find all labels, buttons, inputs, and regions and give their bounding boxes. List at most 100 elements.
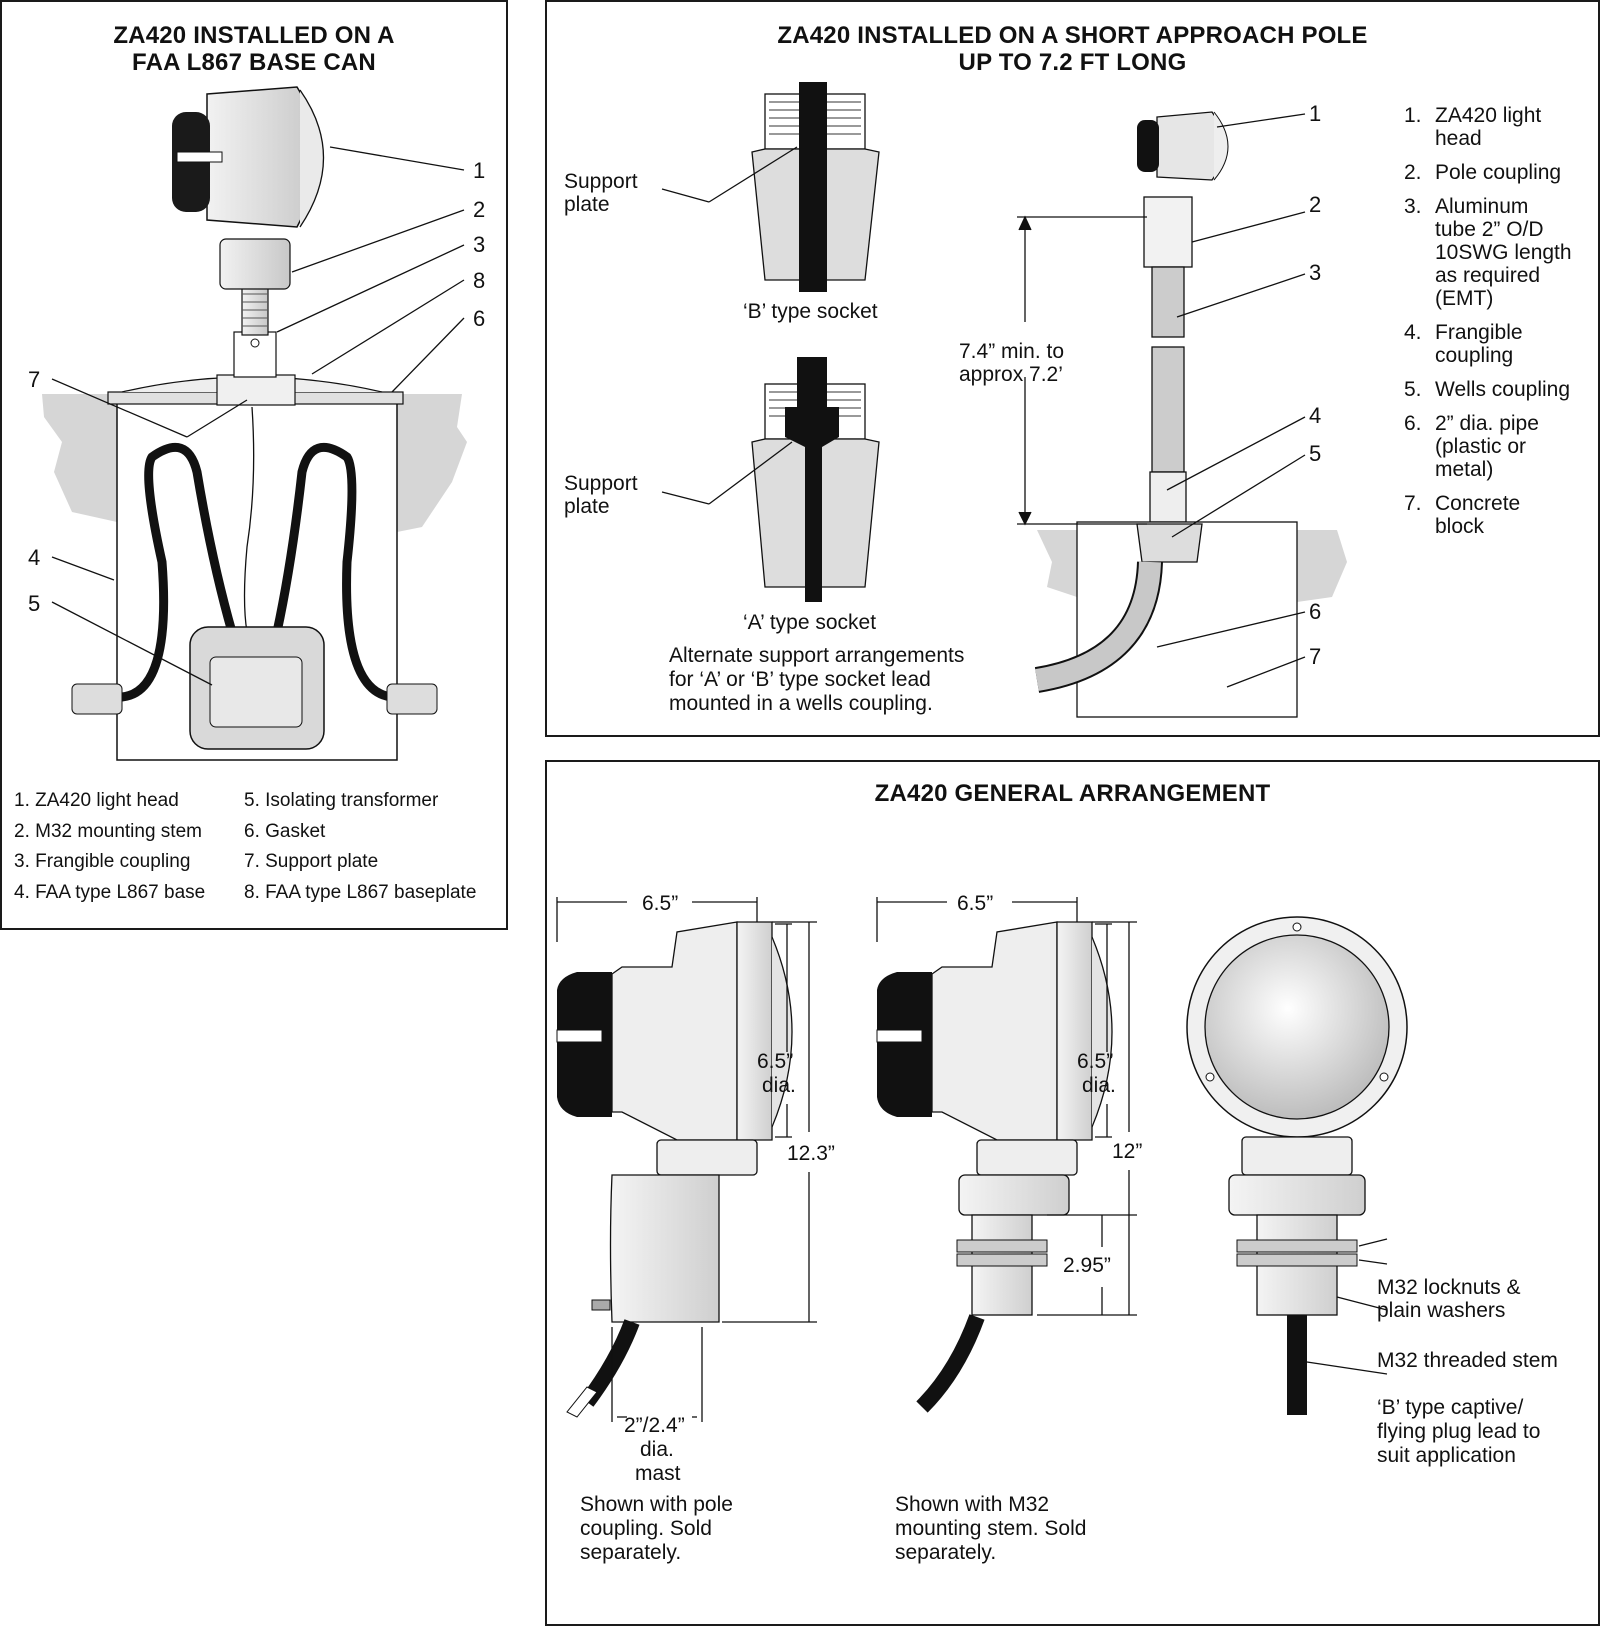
ground-right	[397, 394, 467, 532]
callout-1: 1	[1309, 101, 1321, 126]
legend-item: 5. Isolating transformer	[244, 790, 439, 811]
lens-dimension: 6.5”	[757, 1050, 793, 1073]
middle-caption: mounting stem. Sold	[895, 1517, 1086, 1540]
legend-text: coupling	[1435, 344, 1513, 367]
ground-left	[42, 394, 117, 522]
legend-text: block	[1435, 515, 1485, 538]
height-dimension-label: approx 7.2’	[959, 363, 1063, 386]
light-with-pole-coupling	[556, 921, 793, 1418]
callout-7: 7	[28, 367, 40, 392]
callout-3: 3	[1309, 260, 1321, 285]
callout-6: 6	[473, 306, 485, 331]
lead-label: suit application	[1377, 1444, 1516, 1467]
l867-installation-drawing: 1 2 3 8 6 7 4 5 1. ZA420 light head 2. M…	[14, 86, 485, 903]
support-plate-label: Support	[564, 170, 638, 193]
legend-number: 7.	[1404, 492, 1422, 515]
height-dimension: 12.3”	[787, 1142, 835, 1165]
support-plate	[216, 374, 296, 406]
mast-dimension: mast	[635, 1462, 681, 1485]
legend-text: Wells coupling	[1435, 378, 1570, 401]
middle-caption: Shown with M32	[895, 1493, 1049, 1516]
left-caption: separately.	[580, 1541, 681, 1564]
legend-text: (EMT)	[1435, 287, 1493, 310]
b-type-socket-drawing	[751, 82, 880, 292]
callout-2: 2	[1309, 192, 1321, 217]
light-head-lens	[299, 89, 325, 228]
callout-5: 5	[28, 591, 40, 616]
mounting-collar	[219, 238, 291, 290]
width-dimension: 6.5”	[642, 892, 678, 915]
legend-text: Pole coupling	[1435, 161, 1561, 184]
legend-number: 2.	[1404, 161, 1422, 184]
cable-right	[272, 443, 393, 702]
p1-leader-lines	[51, 146, 465, 686]
callout-5: 5	[1309, 441, 1321, 466]
a-type-socket-label: ‘A’ type socket	[743, 611, 876, 634]
panel3-title: ZA420 GENERAL ARRANGEMENT	[874, 780, 1271, 807]
legend-number: 6.	[1404, 412, 1422, 435]
legend-text: head	[1435, 127, 1482, 150]
lead-label: ‘B’ type captive/	[1377, 1396, 1523, 1419]
approach-pole-drawing: Support plate Support plate ‘B’ type soc…	[564, 82, 1572, 718]
legend-number: 3.	[1404, 195, 1422, 218]
callout-8: 8	[473, 268, 485, 293]
lead-label: flying plug lead to	[1377, 1420, 1540, 1443]
legend-number: 5.	[1404, 378, 1422, 401]
legend-number: 4.	[1404, 321, 1422, 344]
callout-3: 3	[473, 232, 485, 257]
locknuts-label: M32 locknuts &	[1377, 1276, 1521, 1299]
height-dimension-label: 7.4” min. to	[959, 340, 1064, 363]
light-front-view	[1186, 916, 1408, 1415]
transformer-panel	[209, 656, 303, 728]
width-dimension: 6.5”	[957, 892, 993, 915]
legend-text: metal)	[1435, 458, 1493, 481]
wells-coupling	[1136, 523, 1203, 563]
panel2-title: ZA420 INSTALLED ON A SHORT APPROACH POLE…	[777, 22, 1368, 76]
callout-2: 2	[473, 197, 485, 222]
legend-text: Frangible	[1435, 321, 1523, 344]
support-plate-label: plate	[564, 495, 610, 518]
panel-short-approach-pole: ZA420 INSTALLED ON A SHORT APPROACH POLE…	[545, 0, 1600, 737]
legend-text: ZA420 light	[1435, 104, 1541, 127]
support-plate-label: plate	[564, 193, 610, 216]
light-head-tab	[176, 151, 223, 163]
alternate-note: mounted in a wells coupling.	[669, 692, 933, 715]
legend-text: as required	[1435, 264, 1540, 287]
pole-assembly	[1137, 111, 1229, 523]
coupling-screw-icon	[250, 338, 260, 348]
ground-right	[1297, 530, 1347, 602]
callout-4: 4	[1309, 403, 1321, 428]
general-arrangement-drawing: 6.5” 6.5” dia. 12.3” 2”/2.4” dia. mast S…	[556, 892, 1558, 1564]
legend-text: tube 2” O/D	[1435, 218, 1544, 241]
lens-dimension: 6.5”	[1077, 1050, 1113, 1073]
mast-dimension: dia.	[640, 1438, 674, 1461]
cable-center	[243, 406, 255, 633]
m32-stem	[241, 286, 269, 336]
height-dimension: 12”	[1112, 1140, 1142, 1163]
legend-text: Concrete	[1435, 492, 1520, 515]
lens-dimension: dia.	[1082, 1074, 1116, 1097]
cable-sleeve-left	[71, 683, 123, 715]
support-plate-label: Support	[564, 472, 638, 495]
callout-6: 6	[1309, 599, 1321, 624]
stem-label: M32 threaded stem	[1377, 1349, 1558, 1372]
middle-caption: separately.	[895, 1541, 996, 1564]
legend-item: 1. ZA420 light head	[14, 790, 179, 811]
legend-text: 2” dia. pipe	[1435, 412, 1539, 435]
legend-item: 2. M32 mounting stem	[14, 821, 202, 842]
left-caption: Shown with pole	[580, 1493, 733, 1516]
b-type-socket-label: ‘B’ type socket	[743, 300, 878, 323]
mast-dimension: 2”/2.4”	[624, 1414, 685, 1437]
panel-general-arrangement: ZA420 GENERAL ARRANGEMENT	[545, 760, 1600, 1626]
light-with-m32-stem	[876, 921, 1113, 1413]
alternate-note: Alternate support arrangements	[669, 644, 964, 667]
legend-item: 6. Gasket	[244, 821, 326, 842]
panel-l867-base-can: ZA420 INSTALLED ON A FAA L867 BASE CAN	[0, 0, 508, 930]
cable-sleeve-right	[386, 683, 438, 715]
lens-dimension: dia.	[762, 1074, 796, 1097]
legend-item: 3. Frangible coupling	[14, 851, 190, 872]
dimension-lines	[556, 897, 1388, 1422]
legend-text: Aluminum	[1435, 195, 1528, 218]
frangible-coupling	[233, 331, 277, 378]
